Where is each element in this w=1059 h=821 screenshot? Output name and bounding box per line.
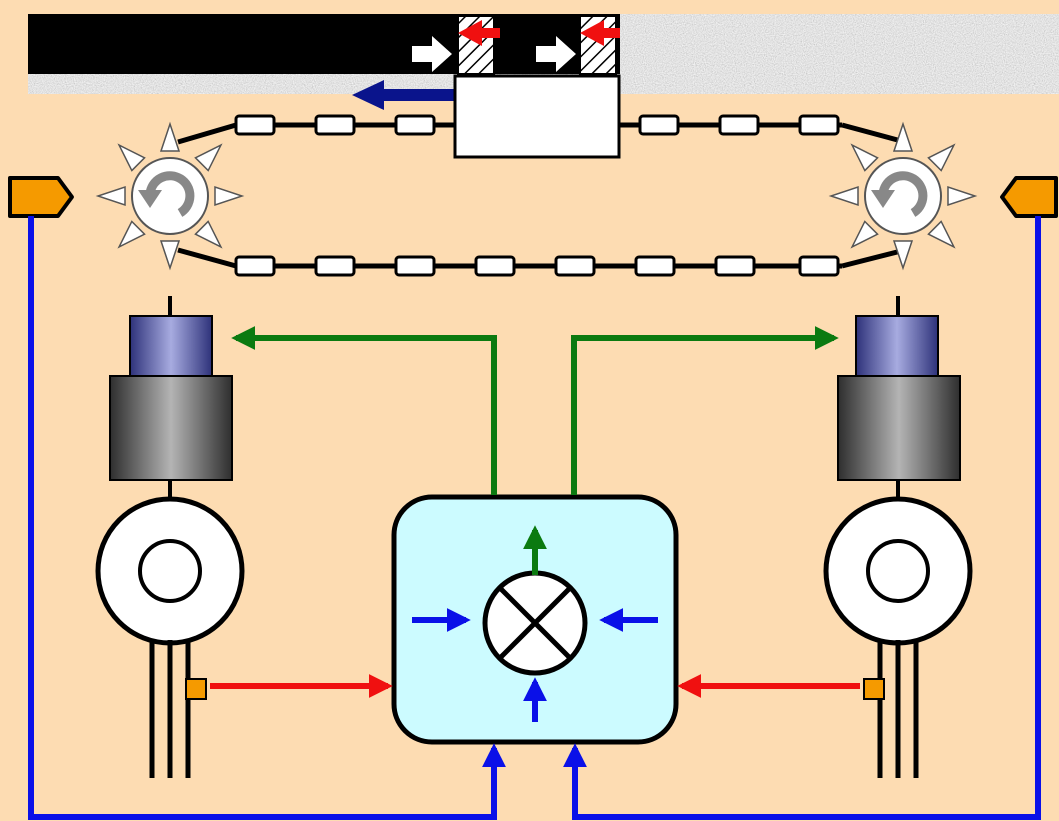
gearbox-right <box>837 375 961 481</box>
sprocket-left <box>95 121 245 271</box>
command-line-right <box>571 326 839 495</box>
rotate-counterclockwise-icon <box>871 171 928 217</box>
encoder-right <box>863 678 885 700</box>
sensor-right <box>1000 176 1058 218</box>
gearbox-left <box>109 375 233 481</box>
sensor-line-right <box>563 216 1041 820</box>
sensor-line-left <box>28 216 506 820</box>
carriage <box>453 74 621 159</box>
push-arrow-right-icon <box>536 36 576 72</box>
sensor-left <box>8 176 74 218</box>
chain-bottom <box>177 247 906 269</box>
cable-right <box>877 640 919 778</box>
feed-direction-arrow-icon <box>352 80 456 110</box>
clamp-force-arrow-left-icon <box>458 20 500 46</box>
cable-left <box>149 640 191 778</box>
encoder-left <box>185 678 207 700</box>
push-arrow-left-icon <box>412 36 452 72</box>
drive-left <box>95 315 245 778</box>
clamp-force-arrow-right-icon <box>580 20 620 46</box>
chain-top-links <box>234 114 840 136</box>
command-line-left <box>231 326 497 495</box>
motor-right <box>855 315 939 377</box>
motor-left <box>129 315 213 377</box>
sprocket-right <box>828 121 978 271</box>
circle-x-icon <box>482 570 588 676</box>
rotate-counterclockwise-icon <box>138 171 195 217</box>
drive-right <box>823 315 973 778</box>
controller <box>391 494 679 745</box>
chain-bottom-links <box>234 255 840 277</box>
